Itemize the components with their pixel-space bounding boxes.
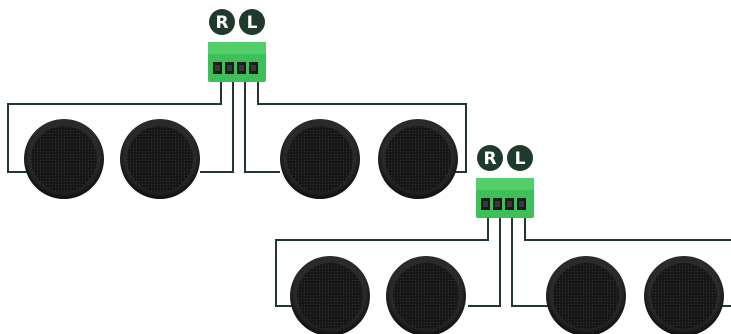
lower-terminal-block [476, 178, 534, 218]
speaker [120, 119, 200, 199]
left-channel-badge: L [507, 145, 533, 171]
right-channel-badge: R [477, 145, 503, 171]
upper-wires [7, 80, 467, 173]
right-channel-badge: R [209, 9, 235, 35]
right-channel-label: R [483, 149, 496, 169]
speaker [280, 119, 360, 199]
lower-wires [275, 216, 731, 307]
lower-group: R L [275, 145, 731, 334]
left-channel-label: L [247, 13, 258, 33]
speaker [378, 119, 458, 199]
speaker [24, 119, 104, 199]
left-channel-label: L [515, 149, 526, 169]
speaker [386, 256, 466, 334]
speaker [290, 256, 370, 334]
upper-group: R L [7, 9, 467, 199]
right-channel-label: R [215, 13, 228, 33]
speaker [546, 256, 626, 334]
left-channel-badge: L [239, 9, 265, 35]
speaker [644, 256, 724, 334]
upper-terminal-block [208, 42, 266, 82]
